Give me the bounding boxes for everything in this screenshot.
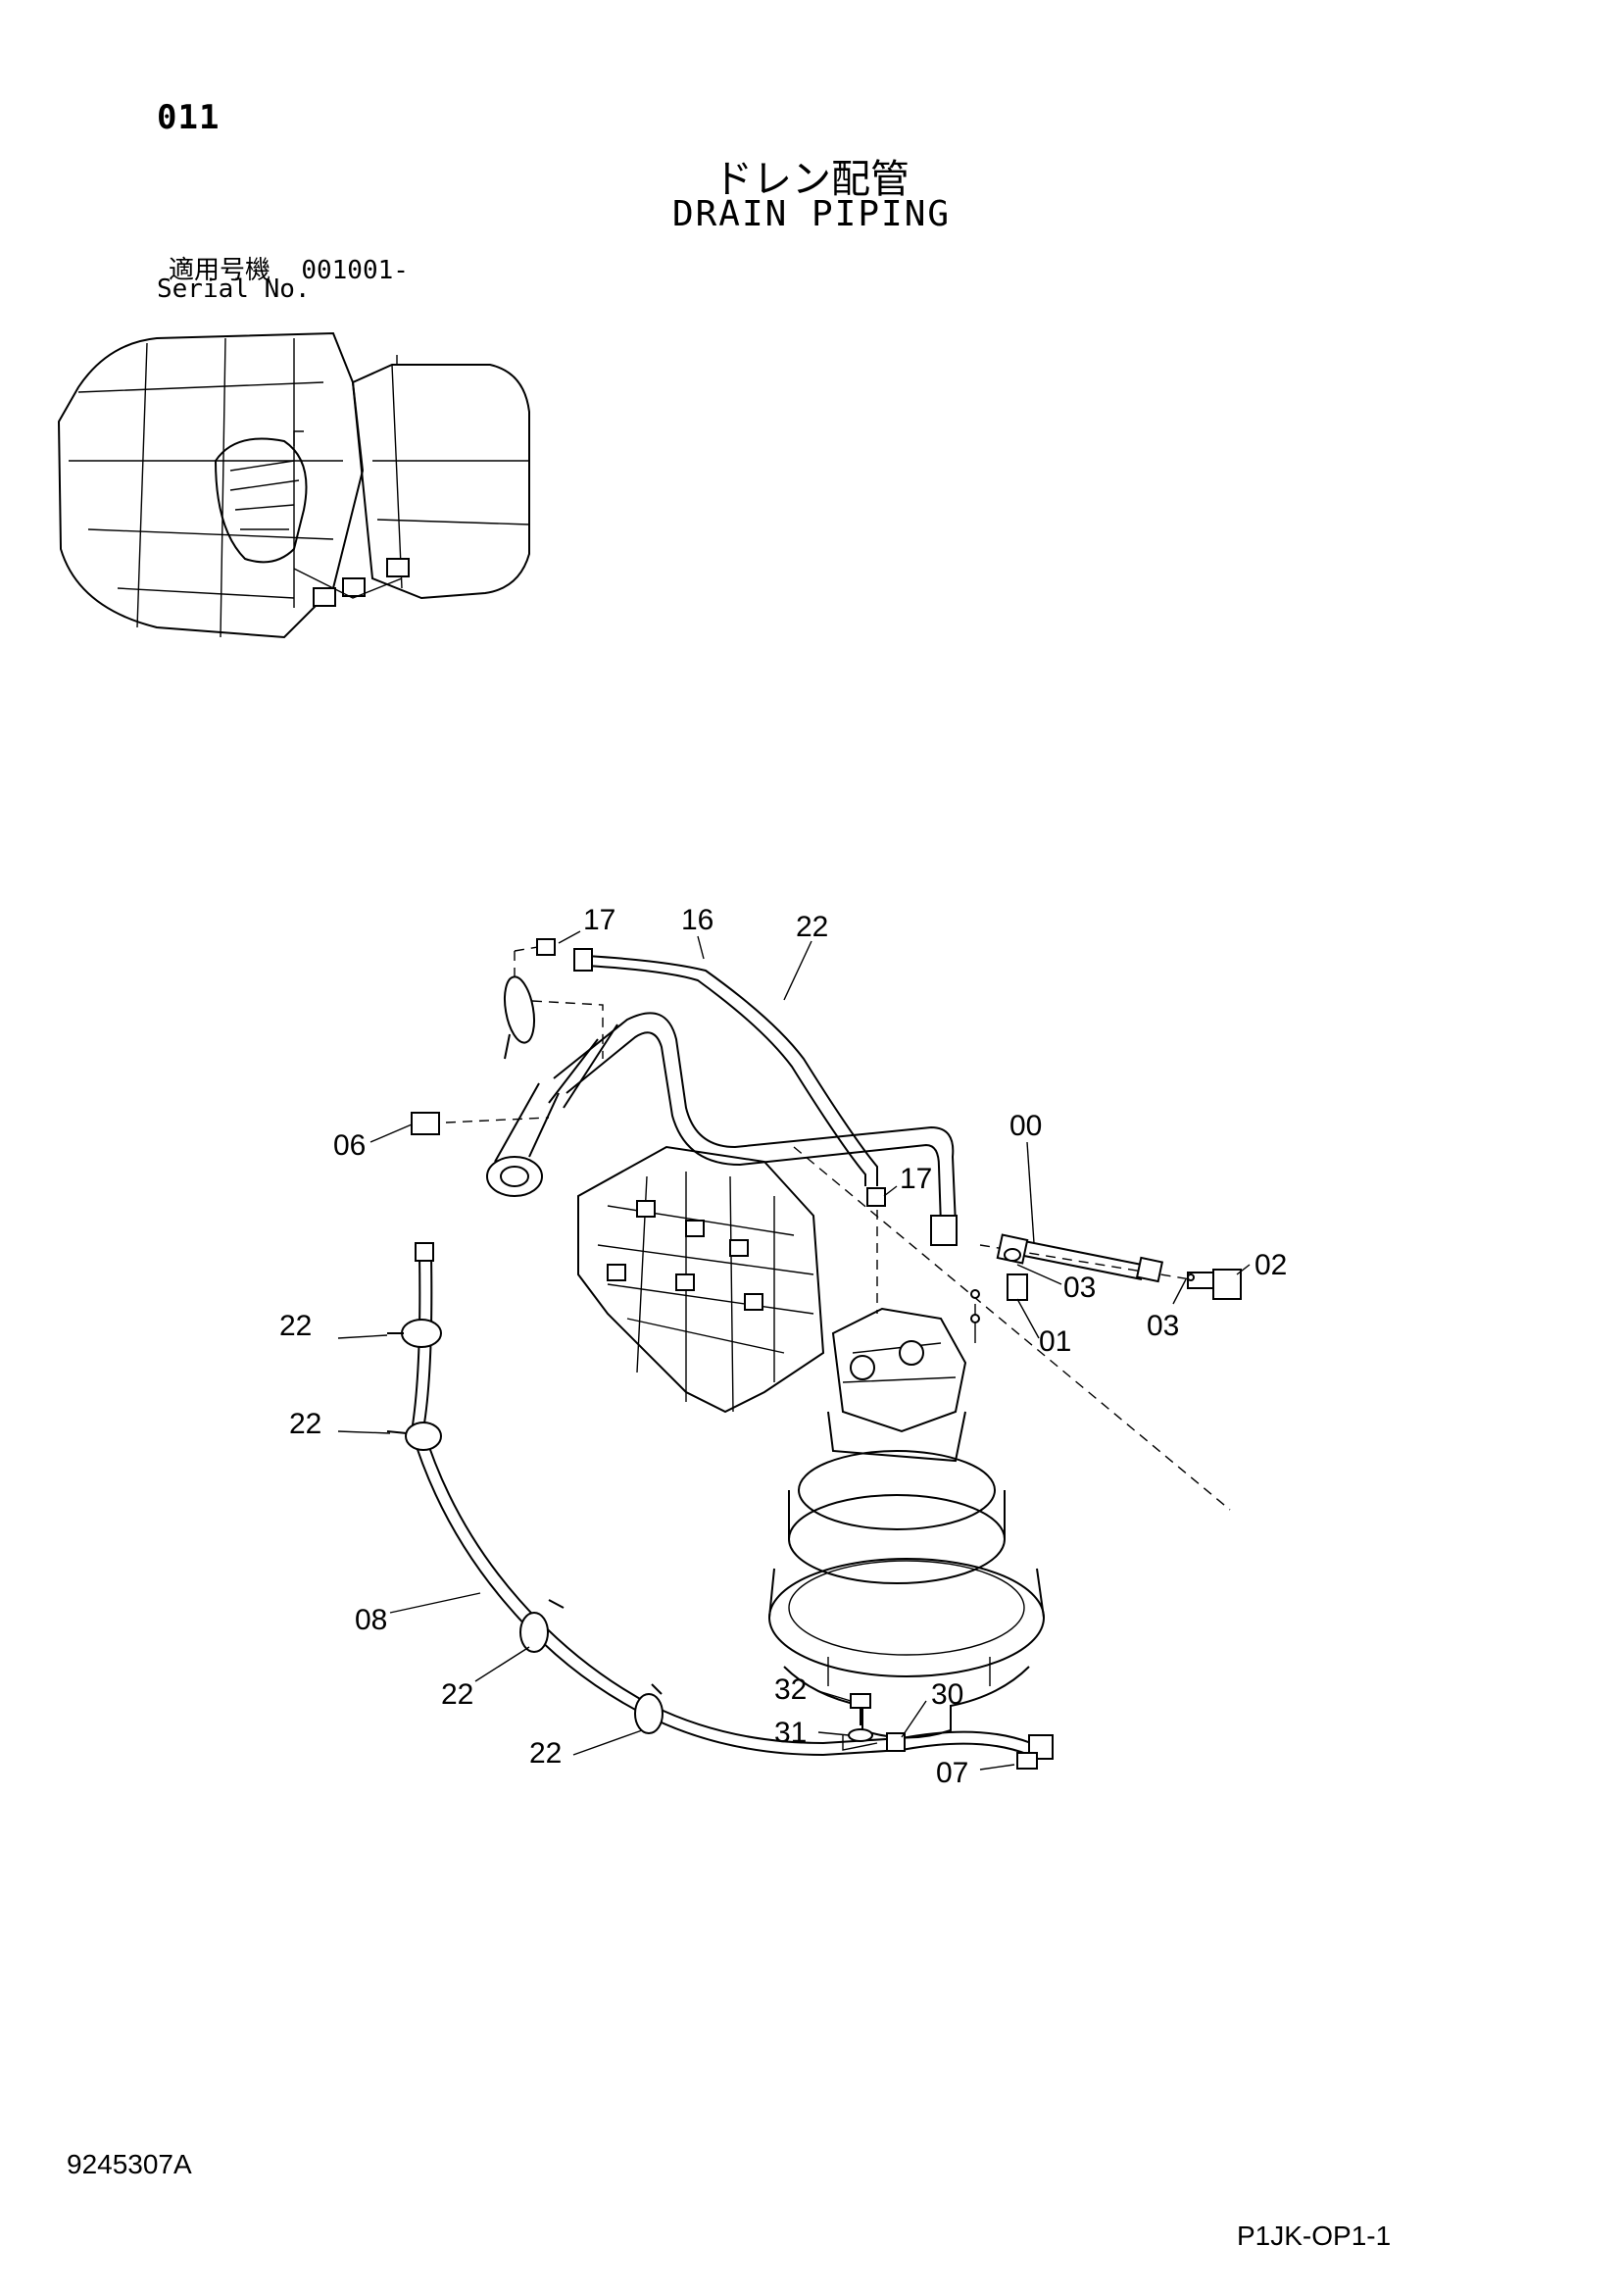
swing-motor-assembly — [768, 1307, 1045, 1739]
serial-label-english: Serial No. — [157, 275, 311, 304]
callout-labels: 17 16 22 06 00 17 02 03 03 01 22 22 08 2… — [279, 904, 1287, 1789]
page-code: P1JK-OP1-1 — [1237, 2221, 1392, 2251]
callout-32: 32 — [774, 1673, 807, 1706]
drain-hose-16 — [573, 948, 878, 1186]
drain-hose-08 — [410, 1242, 1054, 1770]
callout-22b: 22 — [279, 1310, 312, 1342]
left-fittings — [411, 938, 886, 1207]
bolt-washer — [842, 1693, 878, 1751]
title-english: DRAIN PIPING — [671, 194, 952, 234]
callout-16: 16 — [681, 904, 713, 936]
serial-label-japanese: 適用号機 001001- — [169, 250, 409, 286]
callout-01: 01 — [1039, 1325, 1071, 1358]
callout-02: 02 — [1254, 1249, 1287, 1281]
callout-17a: 17 — [583, 904, 615, 936]
callout-22a: 22 — [796, 911, 828, 943]
serial-label-jp-text: 適用号機 — [169, 256, 271, 285]
callout-06: 06 — [333, 1129, 366, 1162]
hose-clamps-22 — [386, 975, 664, 1734]
valve-pipes — [486, 1012, 957, 1226]
callout-30: 30 — [931, 1678, 963, 1711]
callout-00: 00 — [1009, 1110, 1042, 1142]
control-valve-assembly — [577, 1145, 825, 1414]
callout-17b: 17 — [900, 1163, 932, 1195]
serial-value: 001001- — [301, 256, 409, 285]
reference-lines — [445, 945, 1231, 1511]
page-number: 011 — [157, 98, 221, 137]
machine-overview-thumbnail — [57, 331, 530, 639]
title-japanese: ドレン配管 — [713, 157, 910, 202]
callout-22c: 22 — [289, 1408, 321, 1440]
callout-22e: 22 — [529, 1737, 562, 1770]
leader-lines — [337, 930, 1251, 1771]
callout-08: 08 — [355, 1604, 387, 1636]
callout-03b: 03 — [1147, 1310, 1179, 1342]
document-number: 9245307A — [67, 2149, 192, 2179]
callout-07: 07 — [936, 1757, 968, 1789]
callout-31: 31 — [774, 1717, 807, 1749]
drain-hose-00 — [930, 1215, 1242, 1343]
callout-22d: 22 — [441, 1678, 473, 1711]
callout-03a: 03 — [1063, 1272, 1096, 1304]
